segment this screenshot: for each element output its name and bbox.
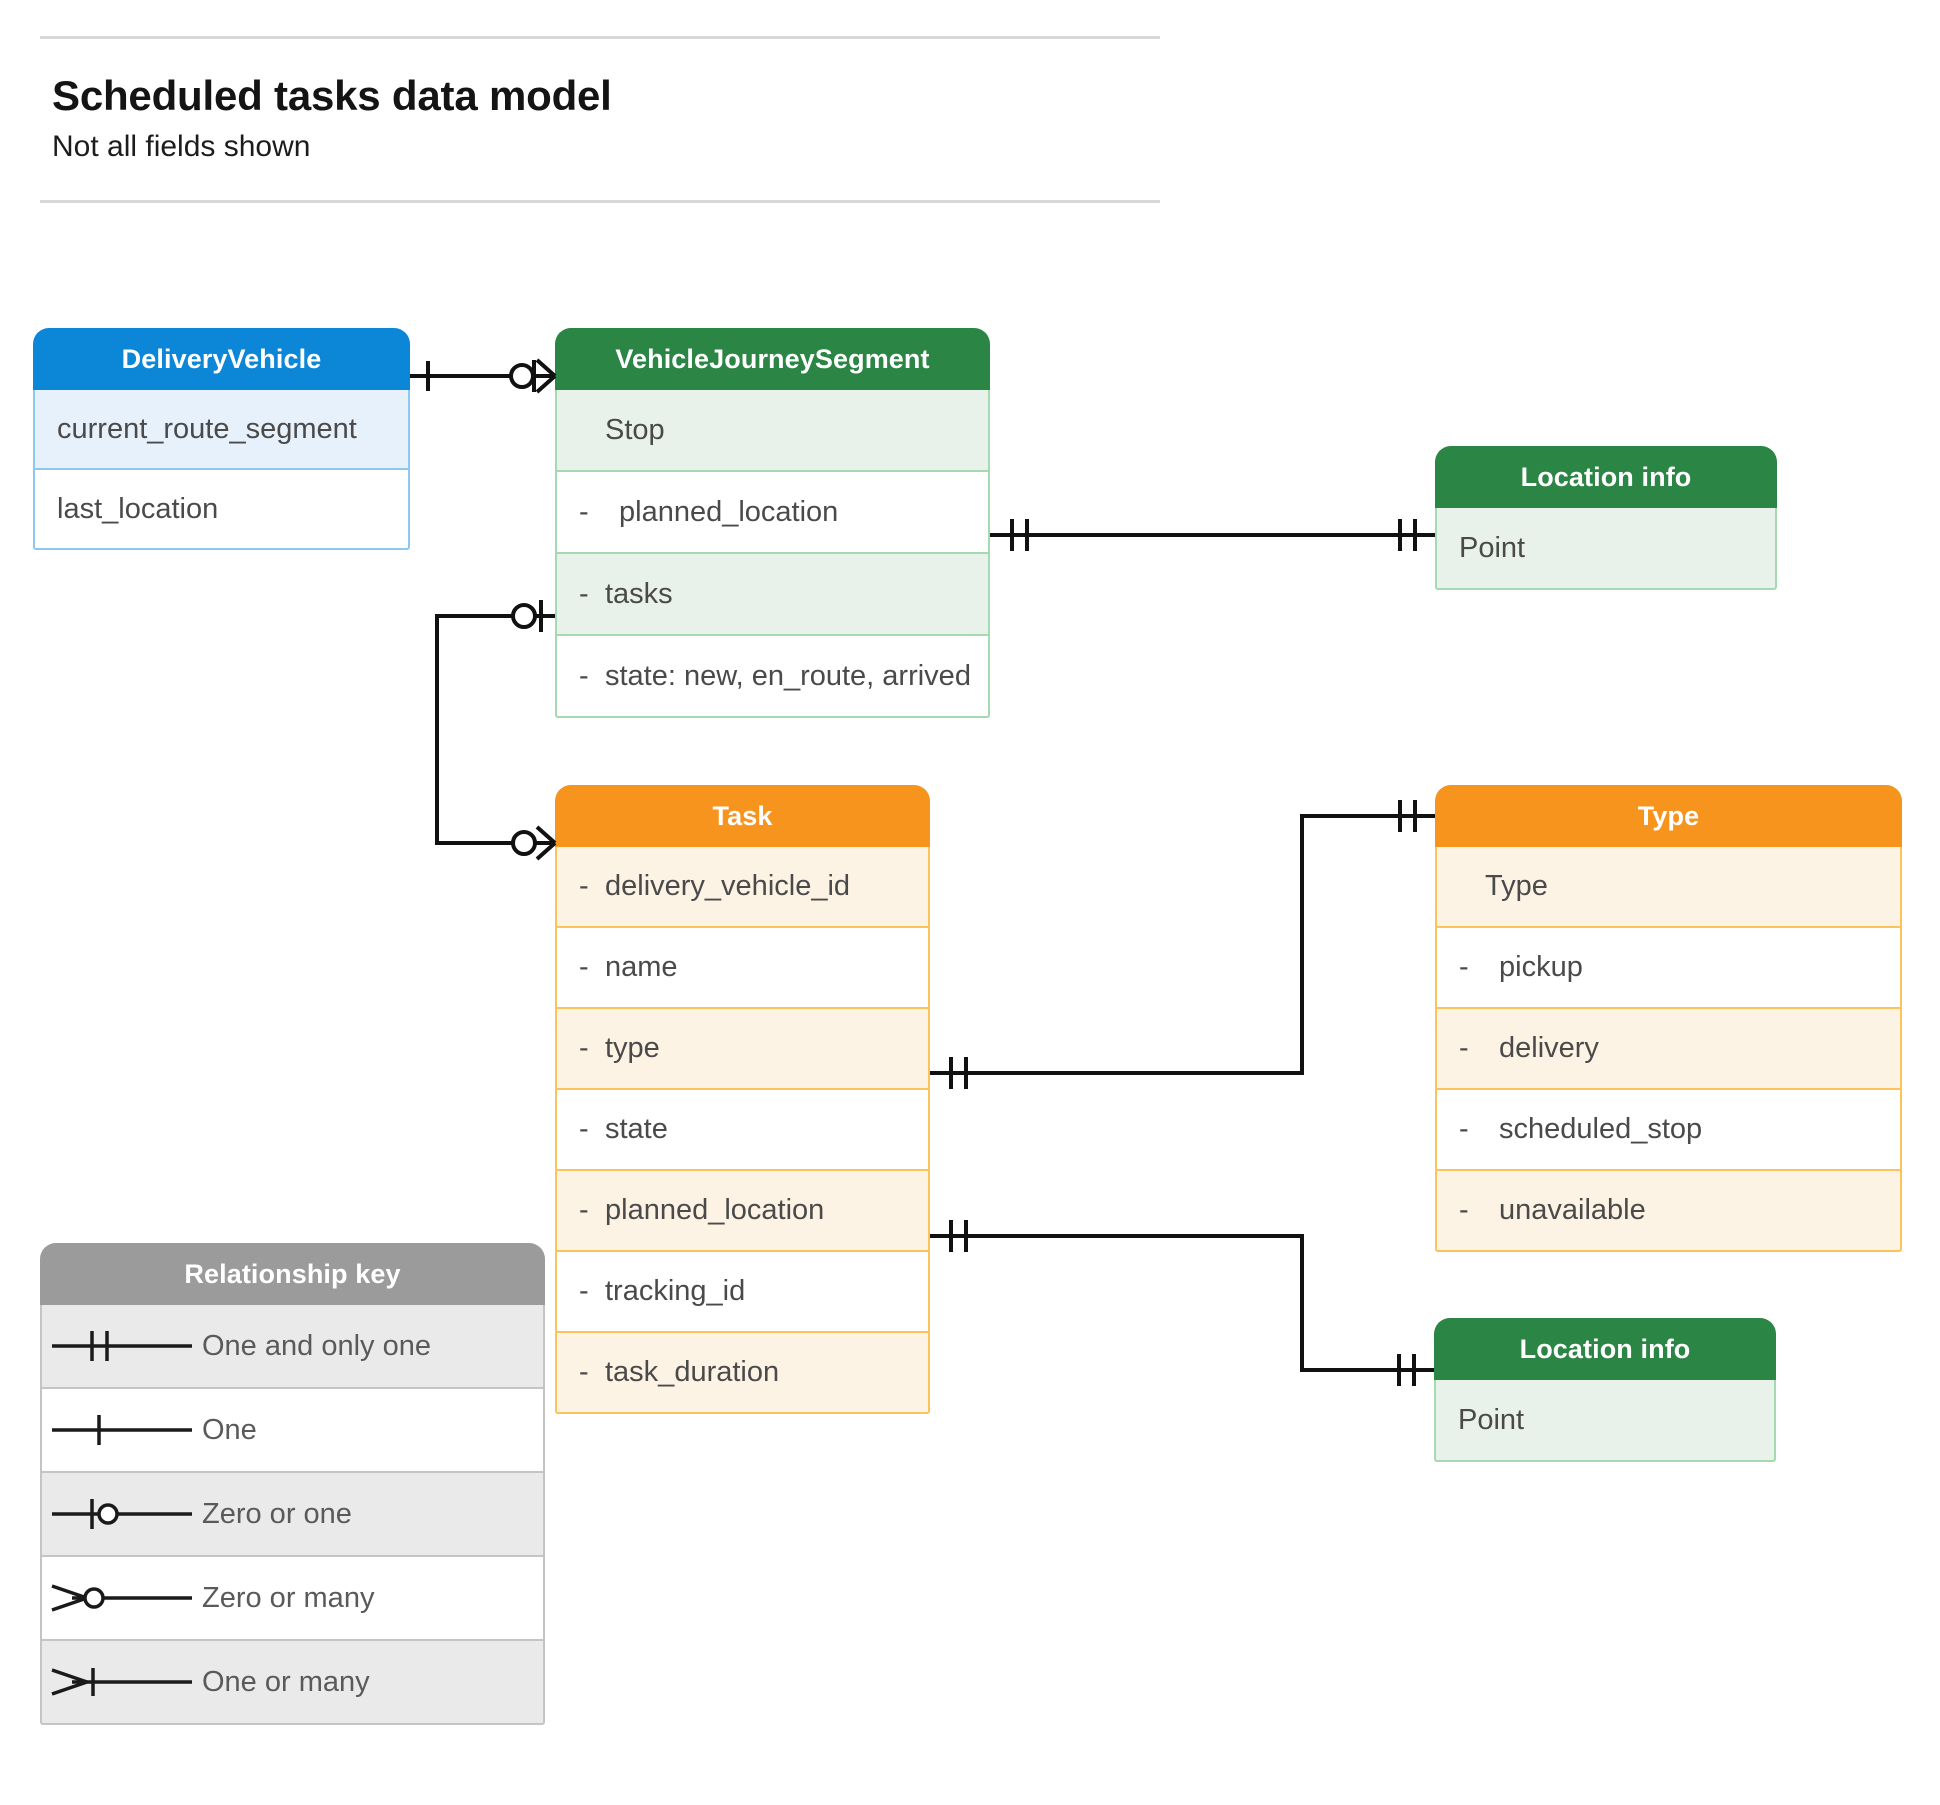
entity-row-label: unavailable: [1499, 1194, 1646, 1226]
row-bullet: -: [579, 1194, 589, 1226]
connector-taskplannedlocation-locationinfo-bottom: [930, 1220, 1434, 1386]
one-icon: [42, 1389, 202, 1471]
entity-row[interactable]: current_route_segment: [33, 390, 410, 470]
row-bullet: -: [579, 1356, 589, 1388]
row-bullet: -: [579, 495, 589, 528]
entity-row-label: type: [605, 1032, 660, 1064]
row-bullet: -: [1459, 1113, 1469, 1145]
entity-row[interactable]: Point: [1434, 1380, 1776, 1462]
row-bullet: -: [1459, 1194, 1469, 1226]
one-and-only-one-icon: [42, 1305, 202, 1387]
page-title: Scheduled tasks data model: [52, 72, 612, 119]
one-or-many-icon: [42, 1641, 202, 1723]
row-bullet: -: [1459, 1032, 1469, 1064]
connector-tasks-task: [435, 600, 557, 861]
entity-row-label: pickup: [1499, 951, 1583, 983]
entity-row[interactable]: - state: new, en_route, arrived: [555, 636, 990, 718]
entity-delivery-vehicle[interactable]: DeliveryVehicle current_route_segment la…: [33, 328, 410, 550]
legend-title: Relationship key: [40, 1243, 545, 1305]
legend-item-one-and-only-one[interactable]: One and only one: [40, 1305, 545, 1389]
entity-row-label: state: [605, 1113, 668, 1145]
entity-type[interactable]: Type Type - pickup - delivery - schedule…: [1435, 785, 1902, 1252]
row-bullet: -: [579, 870, 589, 902]
entity-location-info-top[interactable]: Location info Point: [1435, 446, 1777, 590]
legend-item-label: One: [202, 1413, 257, 1446]
entity-title-type: Type: [1435, 785, 1902, 847]
connector-tasktype-type: [930, 800, 1435, 1089]
connector-deliveryvehicle-vehiclejourneysegment: [410, 358, 557, 394]
entity-row[interactable]: - tasks: [555, 554, 990, 636]
zero-or-many-icon: [42, 1557, 202, 1639]
legend-item-zero-or-one[interactable]: Zero or one: [40, 1473, 545, 1557]
entity-location-info-bottom[interactable]: Location info Point: [1434, 1318, 1776, 1462]
legend-item-label: Zero or many: [202, 1581, 375, 1614]
row-bullet: -: [579, 1032, 589, 1064]
page-subtitle: Not all fields shown: [52, 130, 311, 163]
row-bullet: -: [1459, 951, 1469, 983]
entity-row-label: last_location: [57, 492, 219, 525]
entity-row-label: delivery_vehicle_id: [605, 870, 851, 902]
entity-row[interactable]: - task_duration: [555, 1333, 930, 1414]
entity-vehicle-journey-segment[interactable]: VehicleJourneySegment Stop - planned_loc…: [555, 328, 990, 718]
entity-row-label: planned_location: [619, 495, 839, 528]
legend-item-zero-or-many[interactable]: Zero or many: [40, 1557, 545, 1641]
row-bullet: -: [579, 1275, 589, 1307]
entity-row-label: name: [605, 951, 678, 983]
entity-row[interactable]: - pickup: [1435, 928, 1902, 1009]
legend-item-label: Zero or one: [202, 1497, 352, 1530]
legend-item-one-or-many[interactable]: One or many: [40, 1641, 545, 1725]
entity-row[interactable]: - delivery: [1435, 1009, 1902, 1090]
entity-row-label: task_duration: [605, 1356, 780, 1388]
row-bullet: -: [579, 951, 589, 983]
connector-plannedlocation-locationinfo-top: [990, 519, 1435, 551]
entity-row-label: delivery: [1499, 1032, 1599, 1064]
entity-row[interactable]: - state: [555, 1090, 930, 1171]
entity-row-label: tracking_id: [605, 1275, 746, 1307]
entity-title-location-info-bottom: Location info: [1434, 1318, 1776, 1380]
entity-row[interactable]: - type: [555, 1009, 930, 1090]
entity-row-label: state: new, en_route, arrived: [605, 659, 971, 692]
entity-title-delivery-vehicle: DeliveryVehicle: [33, 328, 410, 390]
row-bullet: -: [579, 577, 589, 610]
entity-row[interactable]: - name: [555, 928, 930, 1009]
entity-task[interactable]: Task - delivery_vehicle_id - name - type…: [555, 785, 930, 1414]
entity-row[interactable]: - planned_location: [555, 1171, 930, 1252]
entity-row-label: Point: [1458, 1403, 1525, 1436]
entity-row[interactable]: Stop: [555, 390, 990, 472]
row-bullet: -: [579, 1113, 589, 1145]
entity-row[interactable]: last_location: [33, 470, 410, 550]
entity-row-label: scheduled_stop: [1499, 1113, 1703, 1145]
zero-or-one-icon: [42, 1473, 202, 1555]
entity-row[interactable]: - planned_location: [555, 472, 990, 554]
entity-row[interactable]: - unavailable: [1435, 1171, 1902, 1252]
entity-title-task: Task: [555, 785, 930, 847]
entity-row-label: Type: [1485, 870, 1548, 902]
legend-item-label: One or many: [202, 1665, 370, 1698]
entity-row-label: tasks: [605, 577, 673, 610]
entity-row[interactable]: - tracking_id: [555, 1252, 930, 1333]
entity-row[interactable]: Point: [1435, 508, 1777, 590]
entity-row[interactable]: - scheduled_stop: [1435, 1090, 1902, 1171]
legend-item-one[interactable]: One: [40, 1389, 545, 1473]
entity-row[interactable]: - delivery_vehicle_id: [555, 847, 930, 928]
legend-item-label: One and only one: [202, 1329, 431, 1362]
entity-row-label: Point: [1459, 531, 1526, 564]
entity-row-label: planned_location: [605, 1194, 825, 1226]
entity-title-location-info-top: Location info: [1435, 446, 1777, 508]
legend-relationship-key[interactable]: Relationship key One and only one One: [40, 1243, 545, 1725]
header-divider-bottom: [40, 200, 1160, 203]
header-divider-top: [40, 36, 1160, 39]
entity-row-label: Stop: [605, 413, 665, 446]
entity-row-label: current_route_segment: [57, 412, 357, 445]
entity-title-vehicle-journey-segment: VehicleJourneySegment: [555, 328, 990, 390]
row-bullet: -: [579, 659, 589, 692]
entity-row[interactable]: Type: [1435, 847, 1902, 928]
